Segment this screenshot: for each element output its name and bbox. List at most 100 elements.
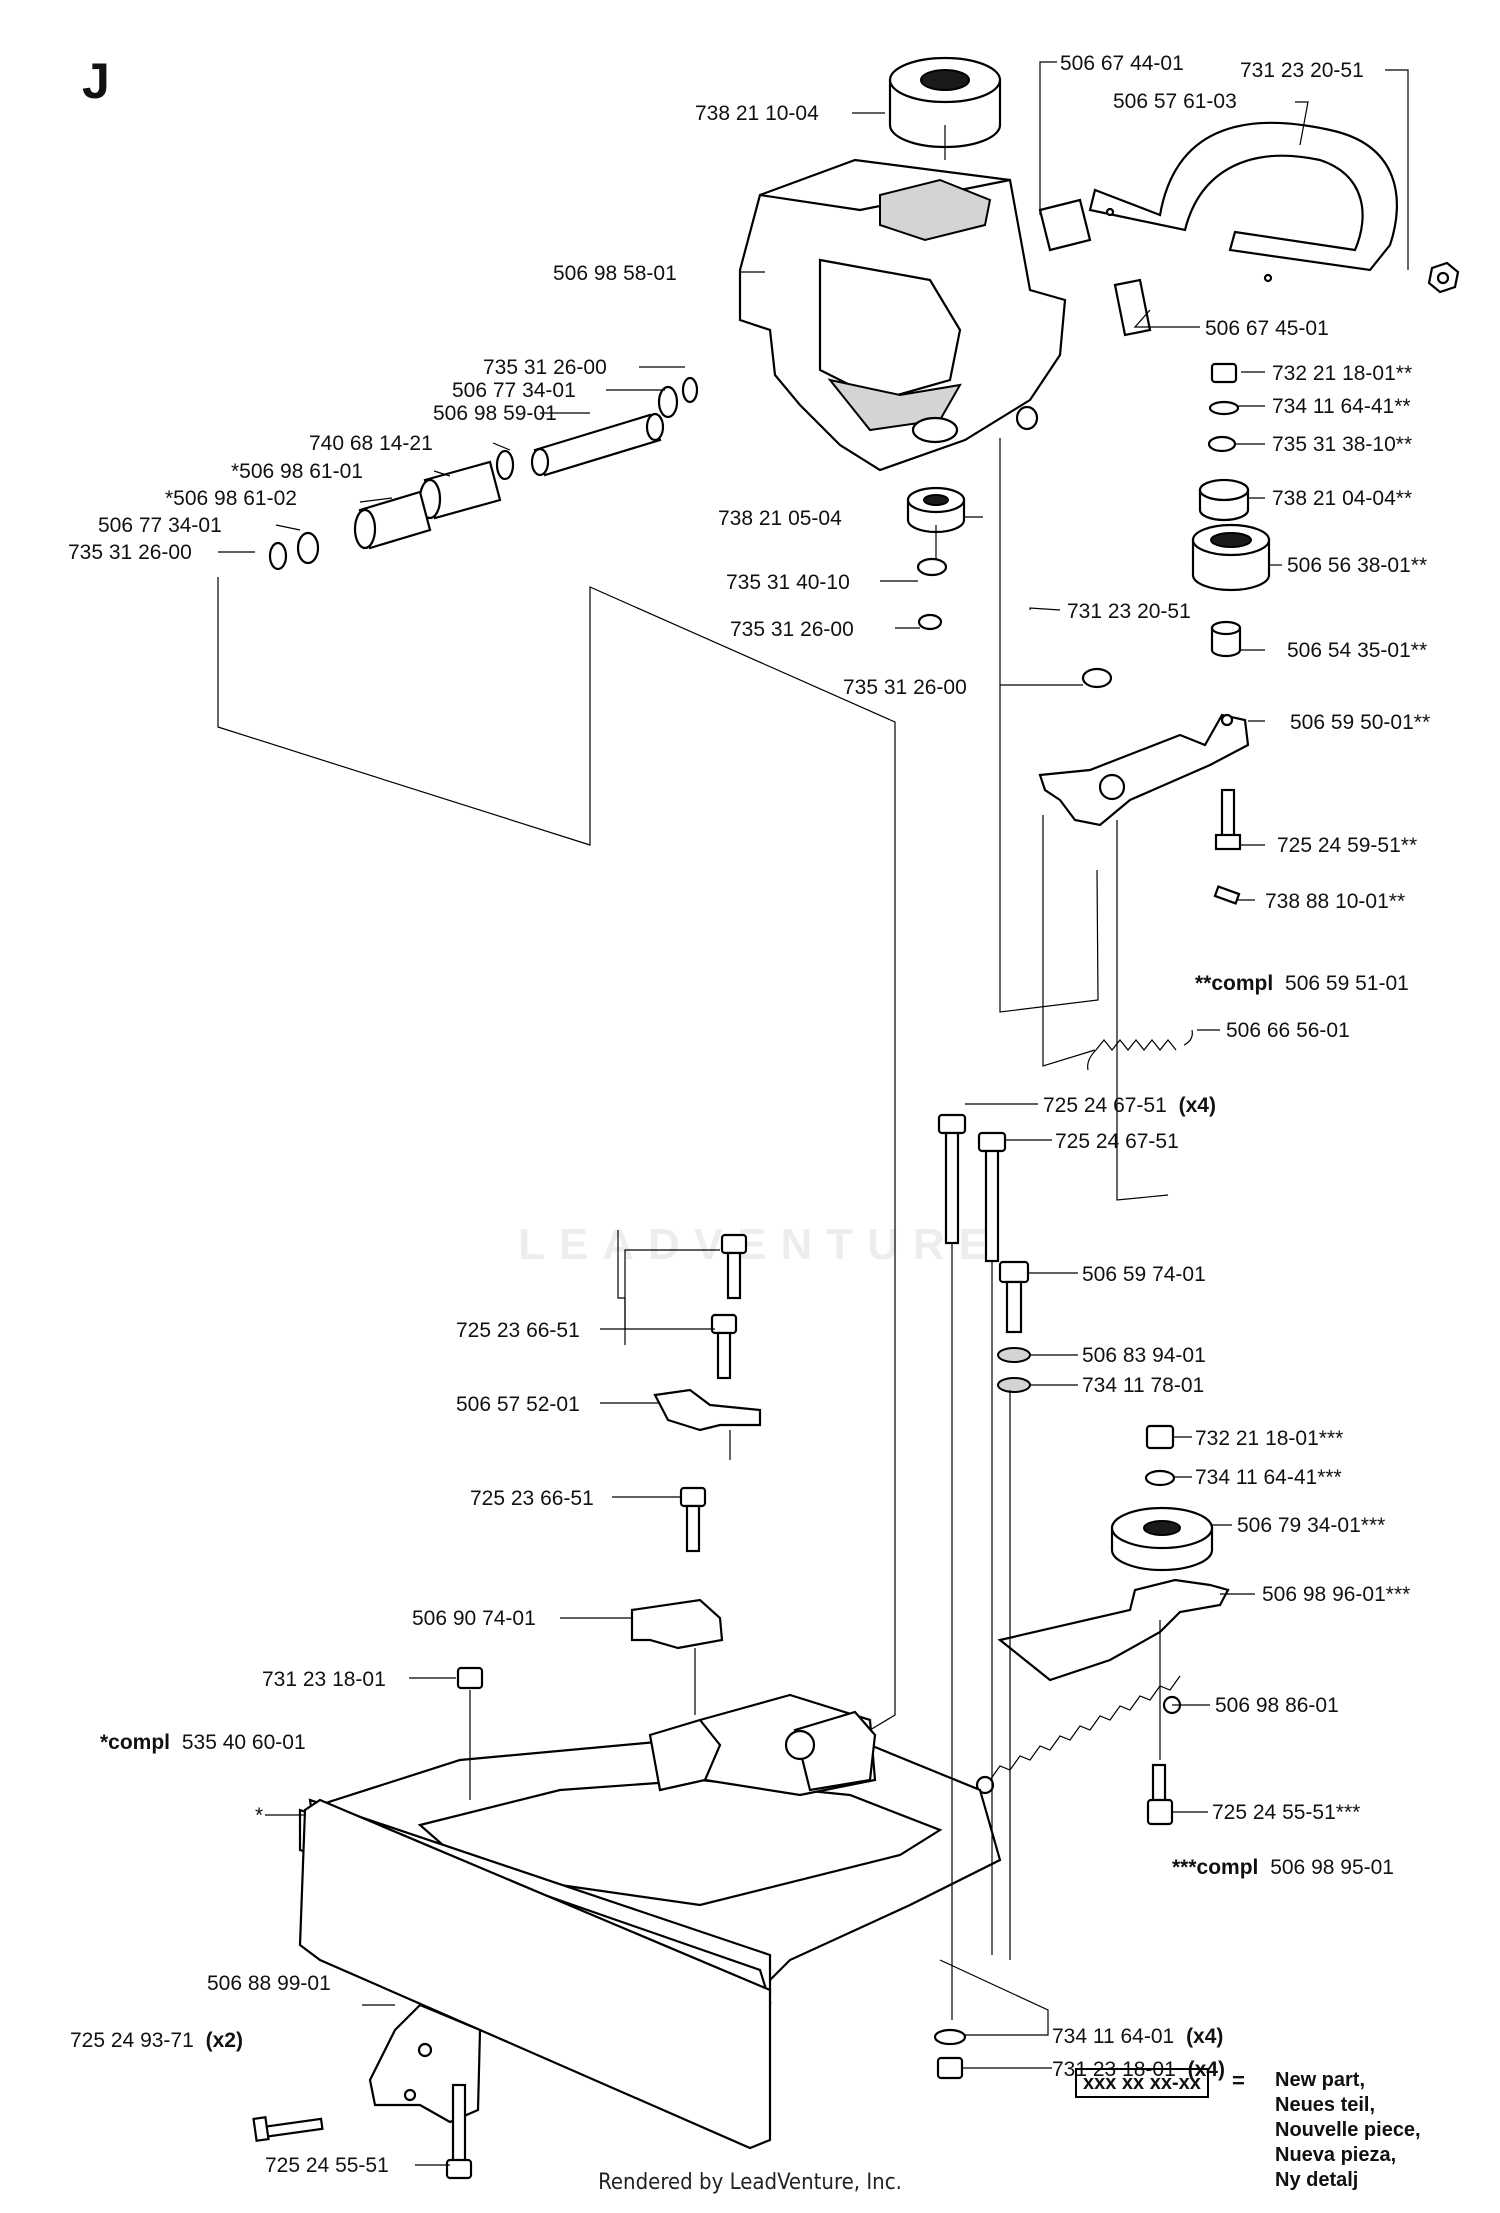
label-506-98-61-02[interactable]: *506 98 61-02 [165, 487, 297, 510]
label-506-67-44-01[interactable]: 506 67 44-01 [1060, 52, 1184, 75]
pulley-washer[interactable] [1144, 1469, 1176, 1487]
label-735-31-26-00-c[interactable]: 735 31 26-00 [730, 618, 854, 641]
compl-number-single: 535 40 60-01 [182, 1731, 306, 1754]
label-734-11-64-01-x4-number: 734 11 64-01 [1052, 2025, 1174, 2048]
label-725-24-55-51-tpl[interactable]: 725 24 55-51*** [1212, 1801, 1360, 1824]
stack-pulley-hub[interactable] [1191, 523, 1271, 592]
idler-arm[interactable] [997, 1578, 1230, 1682]
label-735-31-40-10[interactable]: 735 31 40-10 [726, 571, 850, 594]
bracket-screw[interactable] [252, 2116, 324, 2142]
legend-equals: = [1232, 2068, 1245, 2093]
front-bumper[interactable] [298, 1798, 772, 2150]
label-506-59-74-01[interactable]: 506 59 74-01 [1082, 1263, 1206, 1286]
pivot-washers[interactable] [997, 1347, 1031, 1393]
label-735-31-26-00-a[interactable]: 735 31 26-00 [483, 356, 607, 379]
label-731-23-18-01[interactable]: 731 23 18-01 [262, 1668, 386, 1691]
label-506-77-34-01-b[interactable]: 506 77 34-01 [98, 514, 222, 537]
tensioner-arm[interactable] [1038, 713, 1250, 827]
cover-plate[interactable] [630, 1598, 724, 1650]
bracket-nut[interactable] [1427, 261, 1460, 294]
arm-screw[interactable] [1213, 885, 1241, 905]
label-725-24-67-51-x4[interactable]: 725 24 67-51 (x4) [1043, 1094, 1216, 1117]
upper-spring[interactable] [1087, 1029, 1193, 1071]
pivot-bolt[interactable] [998, 1260, 1030, 1334]
stack-circlip[interactable] [1207, 435, 1237, 453]
stack-nut[interactable] [1210, 362, 1238, 384]
gear-housing[interactable] [738, 158, 1067, 472]
cable-bracket[interactable] [653, 1388, 762, 1432]
lower-circlips[interactable] [916, 405, 1113, 689]
drive-shaft[interactable] [530, 412, 665, 477]
label-725-23-66-51-b[interactable]: 725 23 66-51 [470, 1487, 594, 1510]
label-738-21-10-04[interactable]: 738 21 10-04 [695, 102, 819, 125]
label-738-88-10-01-dbl[interactable]: 738 88 10-01** [1265, 890, 1405, 913]
label-506-83-94-01[interactable]: 506 83 94-01 [1082, 1344, 1206, 1367]
stack-washer[interactable] [1208, 400, 1240, 416]
mid-bolt[interactable] [679, 1486, 707, 1553]
label-734-11-64-41-tpl[interactable]: 734 11 64-41*** [1195, 1466, 1342, 1489]
label-725-24-55-51[interactable]: 725 24 55-51 [265, 2154, 389, 2177]
label-734-11-64-01-x4-qty: (x4) [1186, 2025, 1223, 2048]
bushings[interactable] [353, 460, 502, 550]
label-725-23-66-51-a[interactable]: 725 23 66-51 [456, 1319, 580, 1342]
spring-bolt[interactable] [1146, 1763, 1174, 1826]
label-731-23-20-51-top[interactable]: 731 23 20-51 [1240, 59, 1364, 82]
part-labels: 506 67 44-01 731 23 20-51 506 57 61-03 7… [68, 52, 1430, 2177]
pulley-nut[interactable] [1145, 1424, 1175, 1450]
lower-bearing[interactable] [906, 486, 966, 534]
clamp-bracket[interactable] [1038, 121, 1399, 337]
label-738-21-04-04-dbl[interactable]: 738 21 04-04** [1272, 487, 1412, 510]
label-506-57-52-01[interactable]: 506 57 52-01 [456, 1393, 580, 1416]
label-506-88-99-01[interactable]: 506 88 99-01 [207, 1972, 331, 1995]
frame-nut[interactable] [456, 1666, 484, 1690]
label-732-21-18-01-tpl[interactable]: 732 21 18-01*** [1195, 1427, 1343, 1450]
upper-bolts[interactable] [710, 1233, 748, 1380]
idler-pulley[interactable] [1110, 1506, 1214, 1572]
label-725-24-67-51[interactable]: 725 24 67-51 [1055, 1130, 1179, 1153]
label-506-59-50-01-dbl[interactable]: 506 59 50-01** [1290, 711, 1430, 734]
frame-washer-x4[interactable] [933, 2028, 967, 2046]
frame-nut-x4[interactable] [936, 2056, 964, 2080]
label-725-24-93-71-x2[interactable]: 725 24 93-71 (x2) [70, 2029, 243, 2052]
label-734-11-64-01-x4[interactable]: 734 11 64-01 (x4) [1052, 2025, 1223, 2048]
label-735-31-38-10-dbl[interactable]: 735 31 38-10** [1272, 433, 1412, 456]
label-725-24-59-51-dbl[interactable]: 725 24 59-51** [1277, 834, 1417, 857]
label-738-21-05-04[interactable]: 738 21 05-04 [718, 507, 842, 530]
label-506-98-58-01[interactable]: 506 98 58-01 [553, 262, 677, 285]
label-506-90-74-01[interactable]: 506 90 74-01 [412, 1607, 536, 1630]
circlips-left[interactable] [268, 376, 699, 571]
label-506-66-56-01[interactable]: 506 66 56-01 [1226, 1019, 1350, 1042]
label-506-98-96-01-tpl[interactable]: 506 98 96-01*** [1262, 1583, 1410, 1606]
long-bolt[interactable] [977, 1131, 1007, 1263]
compl-prefix-triple: ***compl [1172, 1856, 1258, 1879]
assembly-lines [217, 125, 1169, 2020]
label-506-98-61-01[interactable]: *506 98 61-01 [231, 460, 363, 483]
label-506-57-61-03[interactable]: 506 57 61-03 [1113, 90, 1237, 113]
lower-bolt[interactable] [445, 2083, 473, 2180]
label-732-21-18-01-dbl[interactable]: 732 21 18-01** [1272, 362, 1412, 385]
arm-bolt[interactable] [1214, 788, 1242, 851]
compl-prefix-single: *compl [100, 1731, 170, 1754]
label-735-31-26-00-b[interactable]: 735 31 26-00 [68, 541, 192, 564]
label-asterisk[interactable]: * [255, 1804, 263, 1827]
stack-bearing[interactable] [1198, 478, 1250, 522]
label-506-79-34-01-tpl[interactable]: 506 79 34-01*** [1237, 1514, 1385, 1537]
compl-note-triple: ***compl 506 98 95-01 [1172, 1856, 1394, 1879]
label-734-11-78-01[interactable]: 734 11 78-01 [1082, 1374, 1204, 1397]
label-740-68-14-21[interactable]: 740 68 14-21 [309, 432, 433, 455]
label-506-77-34-01-a[interactable]: 506 77 34-01 [452, 379, 576, 402]
label-731-23-20-51-mid[interactable]: 731 23 20-51 [1067, 600, 1191, 623]
label-506-98-59-01[interactable]: 506 98 59-01 [433, 402, 557, 425]
label-506-67-45-01[interactable]: 506 67 45-01 [1205, 317, 1329, 340]
label-506-56-38-01-dbl[interactable]: 506 56 38-01** [1287, 554, 1427, 577]
stack-spacer[interactable] [1210, 620, 1242, 658]
lower-spring[interactable] [975, 1675, 1182, 1795]
label-734-11-64-41-dbl[interactable]: 734 11 64-41** [1272, 395, 1411, 418]
label-735-31-26-00-d[interactable]: 735 31 26-00 [843, 676, 967, 699]
long-bolt-x4[interactable] [937, 1113, 967, 1245]
label-506-54-35-01-dbl[interactable]: 506 54 35-01** [1287, 639, 1427, 662]
compl-note-single: *compl 535 40 60-01 [100, 1731, 306, 1754]
top-bearing[interactable] [888, 56, 1002, 149]
label-506-98-86-01[interactable]: 506 98 86-01 [1215, 1694, 1339, 1717]
label-725-24-67-51-x4-number: 725 24 67-51 [1043, 1094, 1167, 1117]
